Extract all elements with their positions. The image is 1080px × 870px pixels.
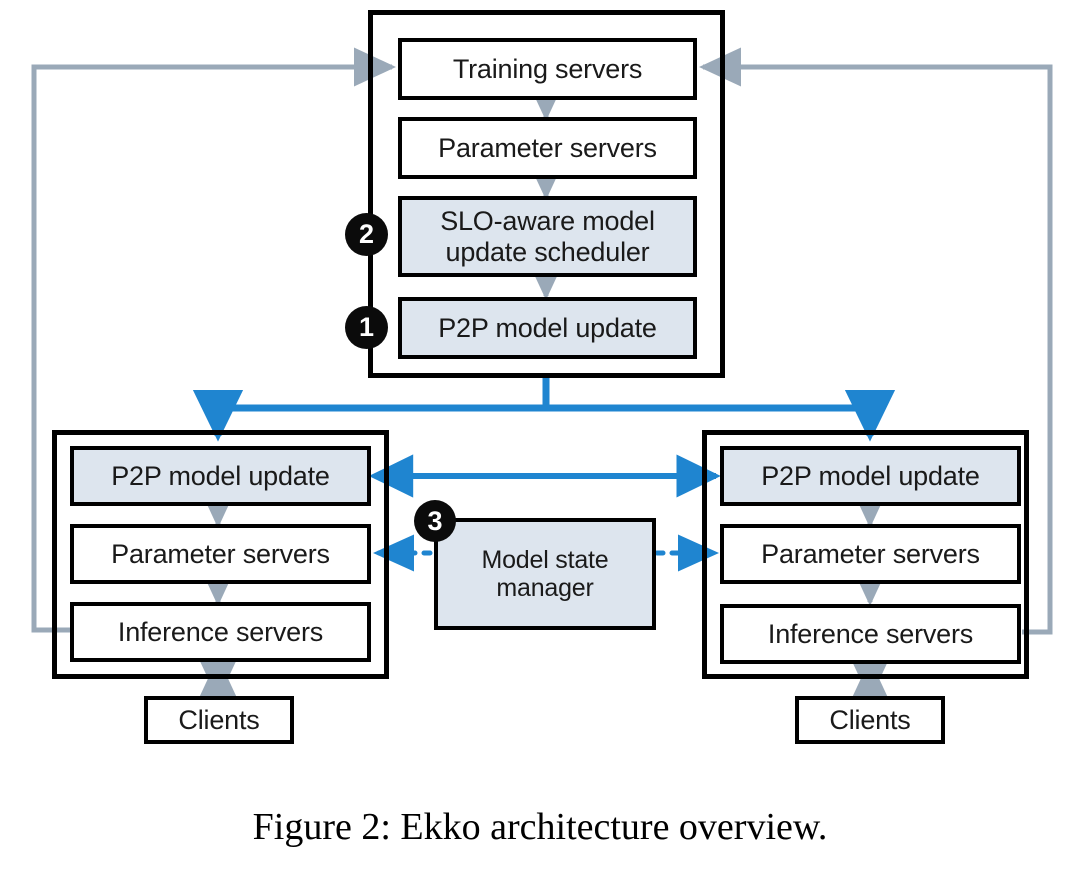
badge-3: 3 — [414, 500, 456, 542]
right-inference-cluster-container — [702, 430, 1029, 679]
node-label: SLO-aware model update scheduler — [440, 206, 655, 267]
node-label: P2P model update — [438, 312, 657, 343]
node-label: Clients — [829, 704, 911, 735]
node-training-servers[interactable]: Training servers — [398, 38, 697, 100]
node-right-parameter-servers[interactable]: Parameter servers — [720, 524, 1021, 584]
node-label: Training servers — [452, 53, 643, 84]
node-label: Parameter servers — [438, 132, 657, 163]
badge-1: 1 — [345, 306, 388, 349]
model-update-broadcast — [192, 378, 896, 442]
node-label: P2P model update — [761, 460, 980, 491]
node-left-parameter-servers[interactable]: Parameter servers — [70, 524, 371, 584]
left-inference-cluster-container — [52, 430, 389, 679]
node-right-p2p-model-update[interactable]: P2P model update — [720, 446, 1021, 506]
node-label: Model state manager — [481, 546, 609, 602]
node-left-p2p-model-update[interactable]: P2P model update — [70, 446, 371, 506]
badge-2: 2 — [345, 213, 388, 256]
node-right-clients[interactable]: Clients — [795, 696, 945, 744]
badge-number: 3 — [427, 505, 443, 536]
node-label: Inference servers — [767, 618, 974, 649]
figure-caption: Figure 2: Ekko architecture overview. — [252, 806, 828, 848]
node-right-inference-servers[interactable]: Inference servers — [720, 604, 1021, 664]
badge-number: 1 — [358, 312, 375, 342]
node-parameter-servers-top[interactable]: Parameter servers — [398, 117, 697, 179]
node-label: Clients — [178, 704, 260, 735]
node-model-state-manager[interactable]: Model state manager — [434, 518, 656, 630]
node-label: Inference servers — [117, 616, 324, 647]
node-label: Parameter servers — [761, 538, 980, 569]
node-slo-aware-model-update-scheduler[interactable]: SLO-aware model update scheduler — [398, 196, 697, 277]
node-left-inference-servers[interactable]: Inference servers — [70, 602, 371, 662]
node-p2p-model-update-top[interactable]: P2P model update — [398, 297, 697, 359]
node-left-clients[interactable]: Clients — [144, 696, 294, 744]
training-cluster-container — [368, 10, 725, 378]
node-label: Parameter servers — [111, 538, 330, 569]
node-label: P2P model update — [111, 460, 330, 491]
badge-number: 2 — [358, 219, 375, 249]
